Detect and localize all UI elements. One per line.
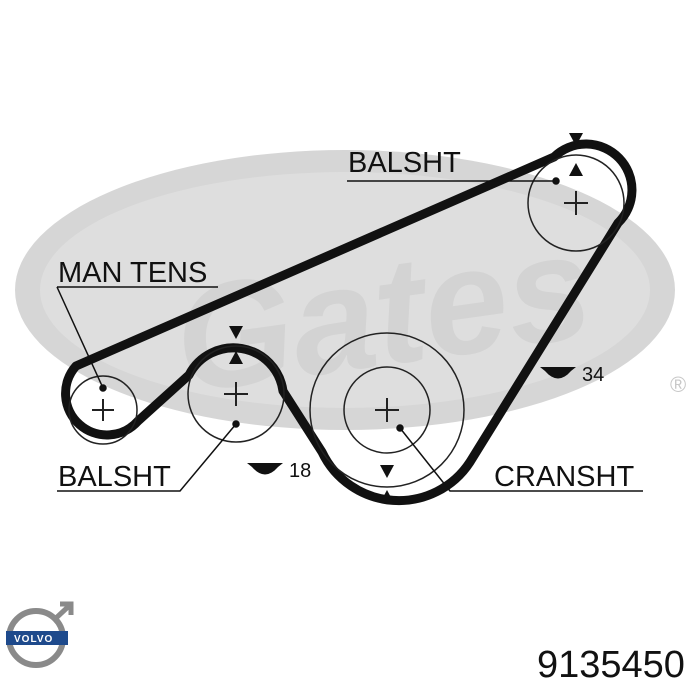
balsht-left-center-cross-icon: [224, 382, 248, 406]
timing-mark-top-up-icon: [569, 163, 583, 176]
cranksht-pulley: [309, 332, 465, 488]
label-man-tens: MAN TENS: [58, 257, 207, 289]
label-cranksht: CRANSHT: [494, 461, 634, 493]
balsht-top-center-cross-icon: [564, 191, 588, 215]
balsht-left-pulley: [187, 345, 285, 443]
timing-marks: [229, 133, 583, 503]
balsht-top-pulley-circle: [527, 154, 625, 252]
tooth-count-left: 18: [247, 460, 311, 482]
leader-balsht-left: [57, 423, 237, 492]
watermark-oval-inner: [40, 172, 650, 408]
belt-tooth-icon: [540, 367, 576, 379]
volvo-logo-text: VOLVO: [14, 634, 53, 645]
timing-mark-crank-down-icon: [380, 465, 394, 478]
leader-cranksht: [399, 427, 643, 492]
cranksht-pulley-inner-circle: [343, 366, 431, 454]
volvo-logo-arrow-icon: [53, 601, 74, 621]
balsht-left-pulley-circle: [187, 345, 285, 443]
volvo-logo-bar: [6, 631, 68, 645]
part-number: 9135450: [537, 644, 685, 686]
watermark-registered-mark: ®: [670, 372, 686, 397]
label-balsht-top: BALSHT: [348, 147, 461, 179]
leader-balsht-top-dot: [552, 177, 560, 185]
man-tens-pulley-circle: [68, 375, 138, 445]
balsht-top-pulley: [527, 154, 625, 252]
label-balsht-left: BALSHT: [58, 461, 171, 493]
timing-mark-left-up-icon: [229, 351, 243, 364]
volvo-logo: VOLVO: [6, 601, 74, 668]
timing-mark-crank-up-icon: [380, 490, 394, 503]
leader-balsht-left-dot: [232, 420, 240, 428]
man-tens-pulley: [68, 375, 138, 445]
gates-watermark: Gates ®: [15, 150, 686, 430]
leader-man-tens: [56, 286, 218, 389]
belt-tooth-icon: [247, 463, 283, 475]
leader-man-tens-dot: [99, 384, 107, 392]
tooth-count-right: 34: [540, 364, 604, 386]
tooth-count-left-value: 18: [289, 460, 311, 482]
tooth-count-right-value: 34: [582, 364, 604, 386]
timing-mark-left-down-icon: [229, 326, 243, 339]
timing-mark-top-down-icon: [569, 133, 583, 146]
leader-lines: [56, 177, 643, 492]
cranksht-center-cross-icon: [375, 398, 399, 422]
timing-belt: [61, 139, 637, 506]
man-tens-center-cross-icon: [92, 399, 114, 421]
cranksht-pulley-outer-circle: [309, 332, 465, 488]
leader-cranksht-dot: [396, 424, 404, 432]
